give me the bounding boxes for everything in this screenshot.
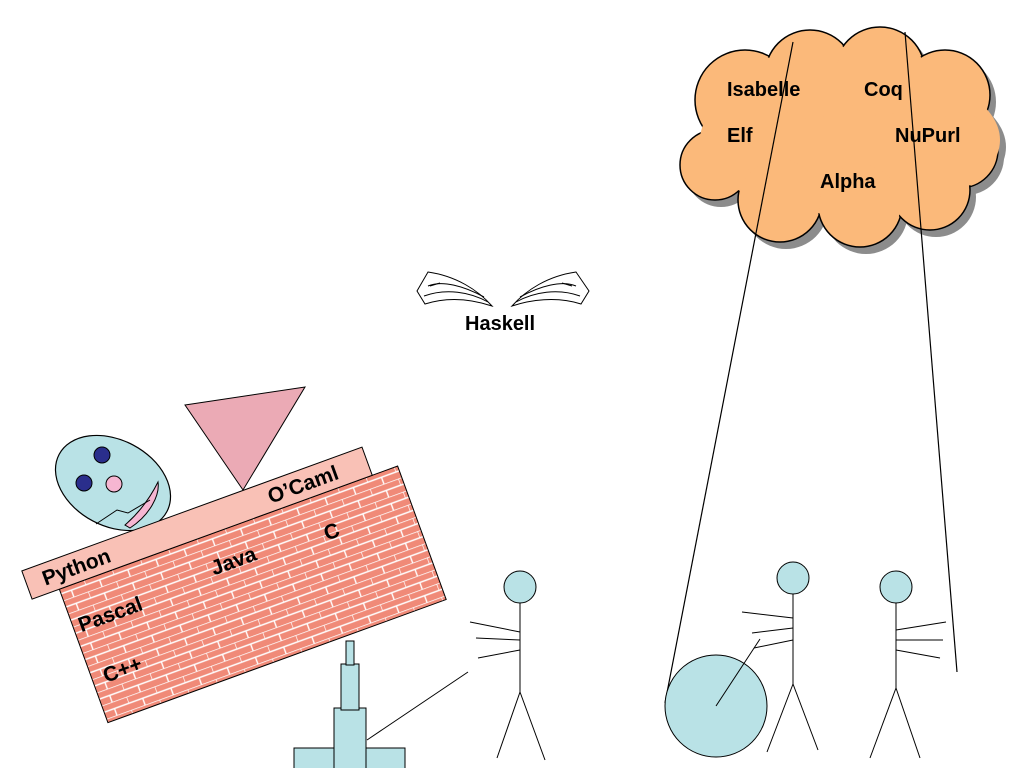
wall-cap: [21, 446, 373, 600]
egg-dot-pink: [105, 475, 123, 493]
brick-wall: Python O’Caml Pascal Java C C++: [21, 446, 447, 724]
cloud-label-elf: Elf: [727, 125, 753, 147]
cloud-body: [681, 28, 1000, 246]
stick-figure-2: [741, 561, 819, 753]
pedestal: [293, 640, 406, 768]
pedestal-neck: [340, 663, 360, 711]
cloud-label-alpha: Alpha: [820, 171, 876, 193]
figure-2-head: [776, 561, 810, 595]
figure-1-head: [503, 570, 537, 604]
beam-left-line: [664, 41, 794, 704]
left-wing-icon: [416, 271, 494, 308]
egg-mouth: [124, 480, 159, 529]
egg-eye-left: [75, 474, 93, 492]
cloud-label-coq: Coq: [864, 79, 903, 101]
right-wing-icon: [510, 271, 590, 308]
cloud: Isabelle Coq Elf NuPurl Alpha: [679, 26, 1006, 254]
cloud-label-nupurl: NuPurl: [895, 125, 961, 147]
haskell-wings: [416, 271, 590, 308]
wall-label-c: C: [321, 519, 343, 546]
egg-eye-top: [93, 446, 111, 464]
pink-triangle: [184, 386, 306, 491]
stick-figure-3: [869, 570, 947, 759]
pedestal-rope: [366, 671, 469, 741]
egg-face: [54, 434, 172, 532]
cloud-label-isabelle: Isabelle: [727, 79, 800, 101]
stick-figure-1: [469, 570, 546, 761]
pedestal-tip: [345, 640, 355, 666]
egg-zigzag: [95, 499, 151, 525]
pedestal-body: [333, 707, 367, 768]
haskell-label: Haskell: [465, 313, 535, 335]
figure-3-head: [879, 570, 913, 604]
beam-lines: [664, 31, 958, 704]
ball-stick: [715, 638, 761, 707]
beam-right-line: [904, 31, 958, 673]
